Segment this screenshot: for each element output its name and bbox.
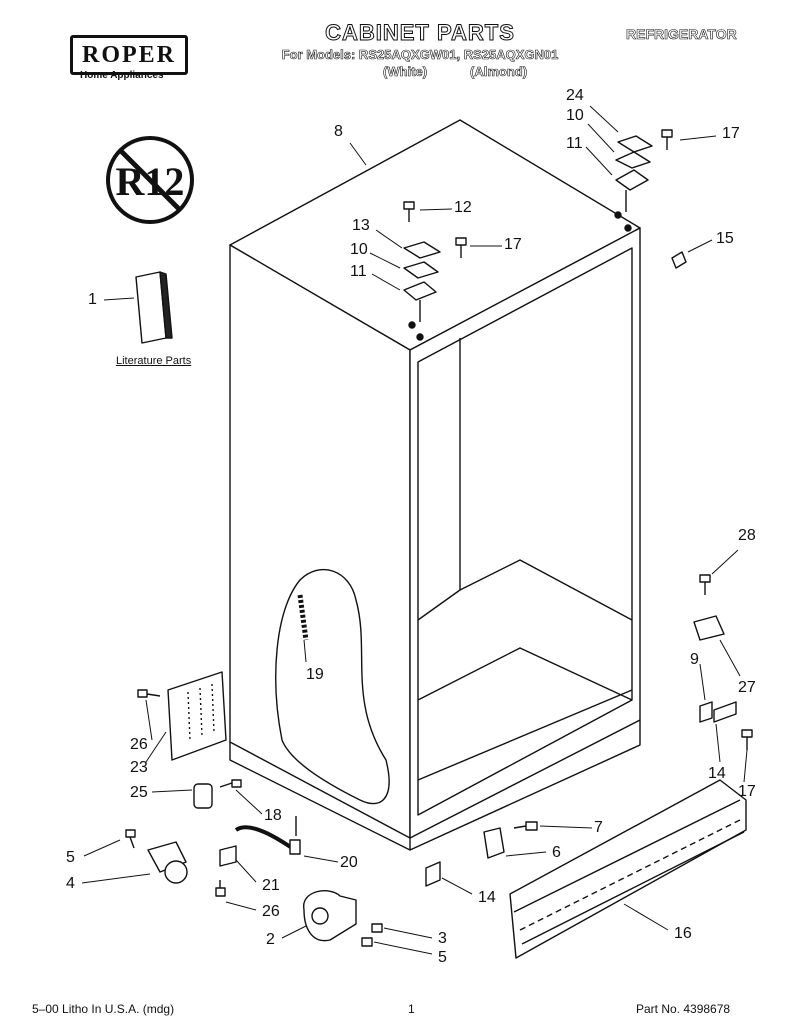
- callout-14: 14: [708, 765, 726, 782]
- callout-17: 17: [722, 125, 740, 142]
- callout-2: 2: [266, 931, 275, 948]
- callout-10: 10: [566, 107, 584, 124]
- callout-14: 14: [478, 889, 496, 906]
- callout-25: 25: [130, 784, 148, 801]
- callout-18: 18: [264, 807, 282, 824]
- roper-logo: ROPER: [70, 35, 188, 75]
- callout-24: 24: [566, 87, 584, 104]
- callout-7: 7: [594, 819, 603, 836]
- callout-17: 17: [738, 783, 756, 800]
- callout-17: 17: [504, 236, 522, 253]
- callout-28: 28: [738, 527, 756, 544]
- callout-15: 15: [716, 230, 734, 247]
- category-label: REFRIGERATOR: [626, 26, 737, 43]
- brand-name: ROPER: [82, 42, 176, 68]
- leader-lines: [81, 105, 748, 955]
- callout-10: 10: [350, 241, 368, 258]
- callout-3: 3: [438, 930, 447, 947]
- print-info: 5–00 Litho In U.S.A. (mdg): [32, 1002, 175, 1016]
- callout-4: 4: [66, 875, 75, 892]
- brand-tagline: Home Appliances: [80, 70, 164, 81]
- callout-1: 1: [88, 291, 97, 308]
- callout-5: 5: [438, 949, 447, 966]
- callout-19: 19: [306, 666, 324, 683]
- variant-white: (White): [383, 64, 428, 80]
- part-number: Part No. 4398678: [636, 1002, 731, 1016]
- variant-almond: (Almond): [470, 64, 528, 80]
- page-number: 1: [408, 1002, 415, 1016]
- callout-12: 12: [454, 199, 472, 216]
- models-line: For Models: RS25AQXGW01, RS25AQXGN01: [281, 47, 559, 63]
- callout-21: 21: [262, 877, 280, 894]
- callout-16: 16: [674, 925, 692, 942]
- callout-13: 13: [352, 217, 370, 234]
- callout-26: 26: [130, 736, 148, 753]
- callout-6: 6: [552, 844, 561, 861]
- literature-booklet: [135, 271, 173, 344]
- callout-23: 23: [130, 759, 148, 776]
- callout-8: 8: [334, 123, 343, 140]
- no-r12-icon: R12: [106, 136, 194, 224]
- callout-27: 27: [738, 679, 756, 696]
- callout-9: 9: [690, 651, 699, 668]
- cabinet: [125, 119, 753, 959]
- callout-26: 26: [262, 903, 280, 920]
- page-title: CABINET PARTS: [325, 20, 515, 46]
- callout-5: 5: [66, 849, 75, 866]
- callout-11: 11: [350, 263, 367, 280]
- callout-20: 20: [340, 854, 358, 871]
- literature-parts-label: Literature Parts: [116, 355, 192, 367]
- callout-11: 11: [566, 135, 583, 152]
